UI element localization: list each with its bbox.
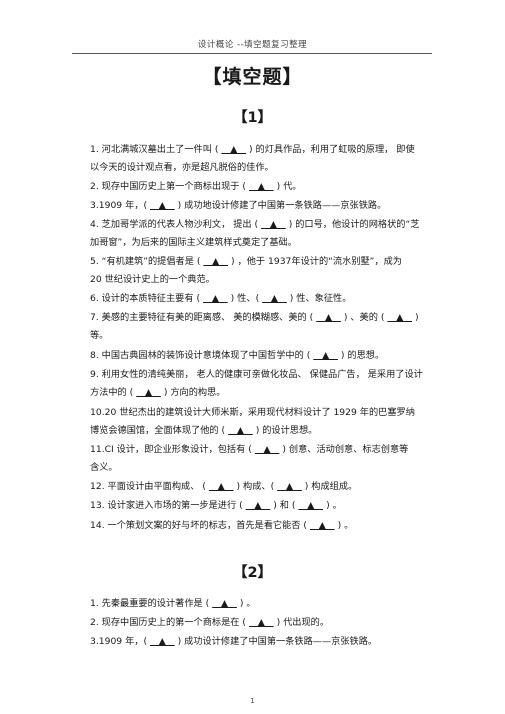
- answer-blank: ▲: [150, 200, 175, 211]
- answer-blank: ▲: [228, 425, 253, 436]
- page-title: 【填空题】: [202, 66, 303, 88]
- question-line: 6. 设计的本质特征主要有 ( ▲ ) 性、( ▲ ) 性、象征性。: [90, 290, 430, 308]
- question-line: 方法中的 ( ▲ ) 方向的构思。: [90, 384, 430, 402]
- question-item: 6. 设计的本质特征主要有 ( ▲ ) 性、( ▲ ) 性、象征性。: [90, 290, 430, 308]
- answer-blank: ▲: [298, 500, 324, 511]
- question-line: 11.CI 设计，即企业形象设计，包括有 ( ▲ ) 创意、活动创意、标志创意等: [90, 441, 430, 459]
- answer-blank: ▲: [136, 387, 161, 398]
- question-line: 9. 利用女性的清纯美丽， 老人的健康可亲做化妆品、 保健品广告， 是采用了设计: [90, 369, 423, 380]
- answer-blank: ▲: [249, 181, 274, 192]
- question-line: 4. 芝加哥学派的代表人物沙利文， 提出 ( ▲ ) 的口号，他设计的网格状的“…: [90, 216, 430, 234]
- question-item: 11.CI 设计，即企业形象设计，包括有 ( ▲ ) 创意、活动创意、标志创意等…: [90, 441, 430, 477]
- answer-blank: ▲: [313, 350, 338, 361]
- question-item: 2. 现存中国历史上第一个商标出现于 ( ▲ ) 代。: [90, 178, 430, 196]
- question-line: 1. 河北满城汉墓出土了一件叫 ( ▲ ) 的灯具作品，利用了虹吸的原理， 即使: [90, 141, 430, 159]
- answer-blank: ▲: [261, 219, 286, 230]
- question-line: 3.1909 年，( ▲ ) 成功设计修建了中国第一条铁路——京张铁路。: [90, 633, 430, 651]
- answer-blank: ▲: [212, 598, 237, 609]
- question-item: 3.1909 年，( ▲ ) 成功地设计修建了中国第一条铁路——京张铁路。: [90, 197, 430, 215]
- question-line: 12. 平面设计由平面构成、 ( ▲ ) 构成、( ▲ ) 构成组成。: [90, 478, 430, 496]
- question-line: 10.20 世纪杰出的建筑设计大师米斯，采用现代材料设计了 1929 年的巴塞罗…: [90, 407, 415, 418]
- question-line: 13. 设计家进入市场的第一步是进行 ( ▲ ) 和 ( ▲ ) 。: [90, 497, 430, 515]
- answer-blank: ▲: [221, 144, 247, 155]
- question-line: 等。: [90, 330, 109, 341]
- question-item: 8. 中国古典园林的装饰设计意境体现了中国哲学中的 ( ▲ ) 的思想。: [90, 347, 430, 365]
- question-line: 博览会德国馆，全面体现了他的 ( ▲ ) 的设计思想。: [90, 422, 430, 440]
- question-line: 20 世纪设计史上的一个典范。: [90, 274, 215, 285]
- question-line: 以今天的设计观点看，亦是超凡脱俗的佳作。: [90, 162, 274, 173]
- question-item: 3.1909 年，( ▲ ) 成功设计修建了中国第一条铁路——京张铁路。: [90, 633, 430, 651]
- question-item: 7. 美感的主要特征有美的距离感、 美的模糊感、美的 ( ▲ ) 、美的 ( ▲…: [90, 309, 430, 345]
- running-header: 设计概论 --填空题复习整理: [197, 40, 308, 50]
- question-line: 5. “有机建筑”的提倡者是 ( ▲ ) ，他于 1937年设计的“流水别墅”，…: [90, 253, 430, 271]
- answer-blank: ▲: [150, 636, 175, 647]
- header-rule: [72, 53, 432, 54]
- answer-blank: ▲: [203, 256, 229, 267]
- question-line: 2. 现存中国历史上第一个商标出现于 ( ▲ ) 代。: [90, 178, 430, 196]
- question-line: 3.1909 年，( ▲ ) 成功地设计修建了中国第一条铁路——京张铁路。: [90, 197, 430, 215]
- question-item: 4. 芝加哥学派的代表人物沙利文， 提出 ( ▲ ) 的口号，他设计的网格状的“…: [90, 216, 430, 252]
- answer-blank: ▲: [254, 444, 280, 455]
- question-line: 1. 先秦最重要的设计著作是 ( ▲ ) 。: [90, 595, 430, 613]
- question-line: 7. 美感的主要特征有美的距离感、 美的模糊感、美的 ( ▲ ) 、美的 ( ▲…: [90, 309, 430, 327]
- page-number: 1: [250, 697, 255, 705]
- question-line: 2. 现存中国历史上的第一个商标是在 ( ▲ ) 代出现的。: [90, 614, 430, 632]
- question-line: 加哥窗”，为后来的国际主义建筑样式奠定了基础。: [90, 237, 297, 248]
- question-item: 5. “有机建筑”的提倡者是 ( ▲ ) ，他于 1937年设计的“流水别墅”，…: [90, 253, 430, 289]
- answer-blank: ▲: [203, 293, 228, 304]
- section-heading-1: 【1】: [232, 110, 273, 126]
- question-line: 8. 中国古典园林的装饰设计意境体现了中国哲学中的 ( ▲ ) 的思想。: [90, 347, 430, 365]
- question-item: 14. 一个策划文案的好与坏的标志，首先是看它能否 ( ▲ ) 。: [90, 517, 430, 535]
- section-heading-2: 【2】: [232, 565, 273, 581]
- answer-blank: ▲: [245, 500, 271, 511]
- answer-blank: ▲: [262, 293, 287, 304]
- answer-blank: ▲: [309, 520, 335, 531]
- answer-blank: ▲: [316, 312, 341, 323]
- question-item: 12. 平面设计由平面构成、 ( ▲ ) 构成、( ▲ ) 构成组成。: [90, 478, 430, 496]
- question-line: 14. 一个策划文案的好与坏的标志，首先是看它能否 ( ▲ ) 。: [90, 517, 430, 535]
- question-item: 10.20 世纪杰出的建筑设计大师米斯，采用现代材料设计了 1929 年的巴塞罗…: [90, 404, 430, 440]
- question-item: 2. 现存中国历史上的第一个商标是在 ( ▲ ) 代出现的。: [90, 614, 430, 632]
- question-item: 1. 河北满城汉墓出土了一件叫 ( ▲ ) 的灯具作品，利用了虹吸的原理， 即使…: [90, 141, 430, 177]
- answer-blank: ▲: [387, 312, 413, 323]
- question-item: 1. 先秦最重要的设计著作是 ( ▲ ) 。: [90, 595, 430, 613]
- answer-blank: ▲: [208, 481, 234, 492]
- question-item: 13. 设计家进入市场的第一步是进行 ( ▲ ) 和 ( ▲ ) 。: [90, 497, 430, 515]
- question-item: 9. 利用女性的清纯美丽， 老人的健康可亲做化妆品、 保健品广告， 是采用了设计…: [90, 366, 430, 402]
- answer-blank: ▲: [249, 617, 274, 628]
- question-line: 含义。: [90, 462, 118, 473]
- answer-blank: ▲: [277, 481, 302, 492]
